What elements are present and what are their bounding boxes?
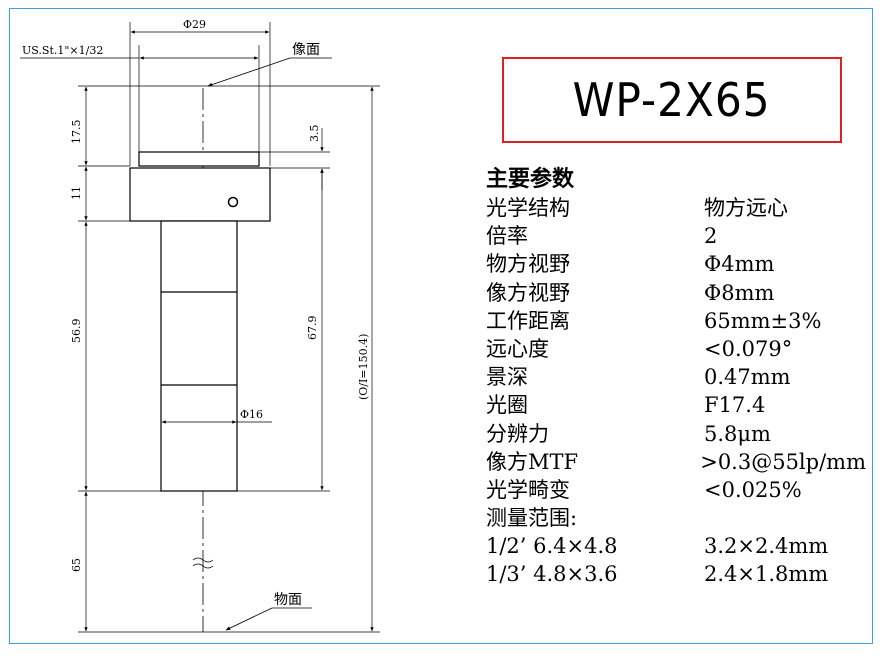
param-value: 5.8μm bbox=[704, 421, 771, 446]
lens-barrel bbox=[160, 220, 238, 492]
param-key: 景深 bbox=[486, 365, 528, 390]
dim-phi29: Φ29 bbox=[183, 18, 206, 31]
object-plane-label: 物面 bbox=[274, 592, 302, 608]
param-key: 1/2’ 6.4×4.8 bbox=[486, 534, 618, 559]
param-value: 3.2×2.4mm bbox=[704, 534, 829, 559]
image-plane-leader bbox=[207, 57, 291, 87]
param-value: 0.47mm bbox=[704, 365, 791, 390]
param-row: 光圈 F17.4 bbox=[486, 391, 866, 419]
param-row: 1/3’ 4.8×3.6 2.4×1.8mm bbox=[486, 560, 866, 588]
dim-11: 11 bbox=[70, 186, 83, 200]
param-key: 测量范围: bbox=[486, 506, 578, 531]
image-plane-label: 像面 bbox=[292, 42, 320, 58]
param-key: 倍率 bbox=[486, 224, 528, 249]
axis-break-mark bbox=[192, 557, 214, 569]
param-value: 物方远心 bbox=[704, 196, 788, 220]
param-key: 远心度 bbox=[486, 336, 549, 361]
param-row: 1/2’ 6.4×4.8 3.2×2.4mm bbox=[486, 532, 866, 560]
dim-thread: US.St.1"×1/32 bbox=[22, 44, 103, 57]
param-value: Φ4mm bbox=[704, 252, 775, 277]
param-row: 远心度 <0.079° bbox=[486, 335, 866, 363]
lens-flange bbox=[138, 151, 260, 167]
param-row: 像方视野 Φ8mm bbox=[486, 279, 866, 307]
param-row: 分辨力 5.8μm bbox=[486, 420, 866, 448]
dim-3-5: 3.5 bbox=[308, 125, 321, 143]
params-table: 主要参数 光学结构 物方远心倍率 2 物方视野 Φ4mm 像方视野 Φ8mm 工作距离 65mm… bbox=[486, 166, 866, 589]
param-row: 光学结构 物方远心 bbox=[486, 194, 866, 222]
param-row: 测量范围: bbox=[486, 504, 866, 532]
param-key: 工作距离 bbox=[486, 308, 570, 333]
param-key: 光圈 bbox=[486, 393, 528, 418]
param-key: 光学畸变 bbox=[486, 477, 570, 502]
param-key: 1/3’ 4.8×3.6 bbox=[486, 562, 618, 587]
drawing-frame bbox=[9, 8, 873, 644]
param-value: <0.079° bbox=[704, 336, 793, 361]
model-title-box: WP-2X65 bbox=[502, 57, 842, 143]
param-value: F17.4 bbox=[704, 393, 766, 418]
model-title: WP-2X65 bbox=[573, 73, 771, 127]
dim-total: (O/I=150.4) bbox=[357, 334, 370, 400]
param-row: 工作距离 65mm±3% bbox=[486, 307, 866, 335]
param-key: 分辨力 bbox=[486, 421, 549, 446]
param-value: <0.025% bbox=[704, 477, 802, 502]
params-heading: 主要参数 bbox=[486, 167, 575, 192]
param-row: 光学畸变 <0.025% bbox=[486, 476, 866, 504]
param-value: 2 bbox=[704, 224, 718, 249]
param-key: 像方MTF bbox=[486, 449, 579, 474]
object-plane-leader bbox=[225, 607, 273, 631]
dim-65: 65 bbox=[70, 558, 83, 572]
lens-mount bbox=[129, 167, 271, 222]
param-row: 像方MTF >0.3@55lp/mm bbox=[486, 448, 866, 476]
dim-17-5: 17.5 bbox=[70, 120, 83, 145]
param-value: 65mm±3% bbox=[704, 308, 822, 333]
param-key: 物方视野 bbox=[486, 252, 570, 277]
dim-phi16: Φ16 bbox=[240, 408, 263, 421]
param-value: Φ8mm bbox=[704, 280, 775, 305]
param-row: 倍率 2 bbox=[486, 222, 866, 250]
param-value: >0.3@55lp/mm bbox=[700, 449, 866, 474]
param-row: 景深 0.47mm bbox=[486, 363, 866, 391]
param-key: 像方视野 bbox=[486, 280, 570, 305]
param-key: 光学结构 bbox=[486, 196, 570, 220]
dim-56-9: 56.9 bbox=[70, 319, 83, 344]
param-row: 物方视野 Φ4mm bbox=[486, 250, 866, 278]
dim-67-9: 67.9 bbox=[306, 316, 319, 341]
mount-screw bbox=[227, 196, 239, 208]
param-value: 2.4×1.8mm bbox=[704, 562, 829, 587]
